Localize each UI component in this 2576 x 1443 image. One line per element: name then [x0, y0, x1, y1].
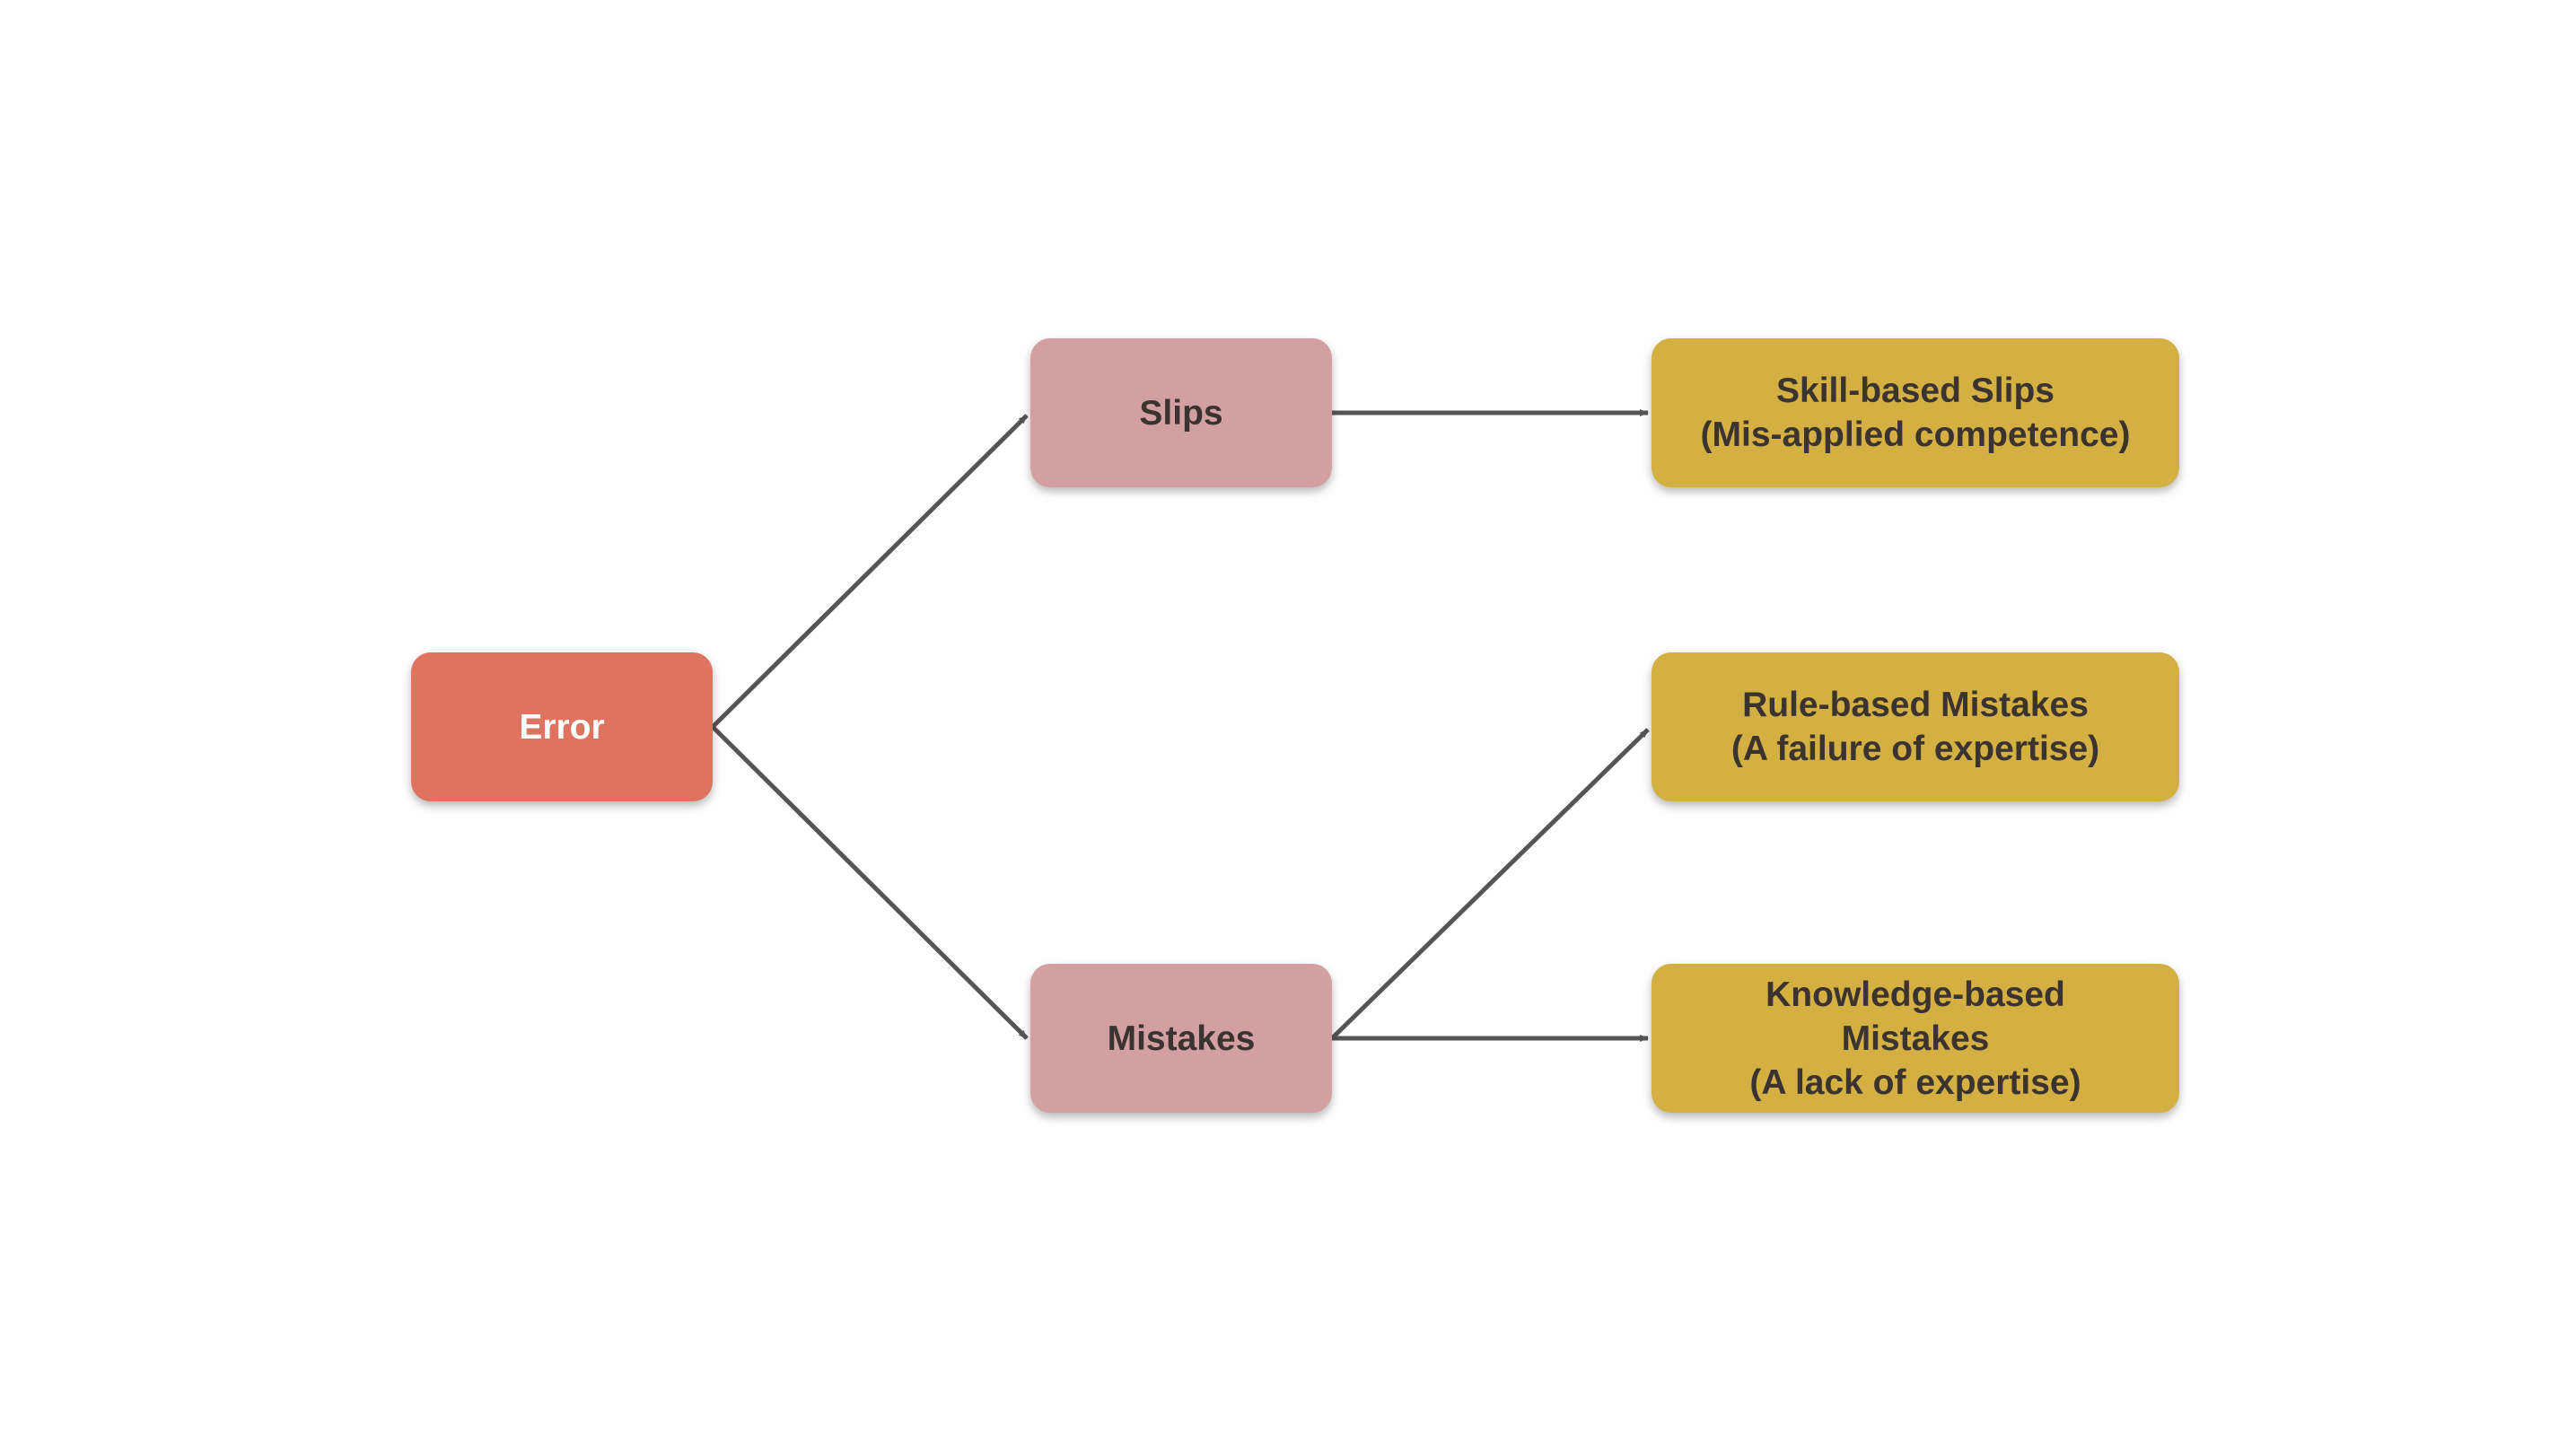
node-knowledge-based-mistakes-label: Knowledge-based Mistakes (A lack of expe… — [1749, 975, 2081, 1102]
node-error-label: Error — [519, 707, 605, 747]
node-knowledge-based-mistakes: Knowledge-based Mistakes (A lack of expe… — [1652, 964, 2179, 1113]
node-rule-based-mistakes-label: Rule-based Mistakes (A failure of expert… — [1730, 686, 2100, 768]
node-slips-label: Slips — [1139, 393, 1223, 433]
node-mistakes: Mistakes — [1030, 964, 1332, 1113]
node-skill-based-slips: Skill-based Slips (Mis-applied competenc… — [1652, 338, 2179, 487]
edge-mistakes-to-rule — [1330, 728, 1650, 1040]
edge-error-to-slips — [711, 414, 1029, 729]
node-mistakes-label: Mistakes — [1107, 1019, 1256, 1058]
edge-error-to-mistakes — [711, 725, 1029, 1040]
node-error: Error — [411, 652, 713, 801]
node-rule-based-mistakes: Rule-based Mistakes (A failure of expert… — [1652, 652, 2179, 801]
node-skill-based-slips-label: Skill-based Slips (Mis-applied competenc… — [1700, 372, 2131, 454]
node-slips: Slips — [1030, 338, 1332, 487]
